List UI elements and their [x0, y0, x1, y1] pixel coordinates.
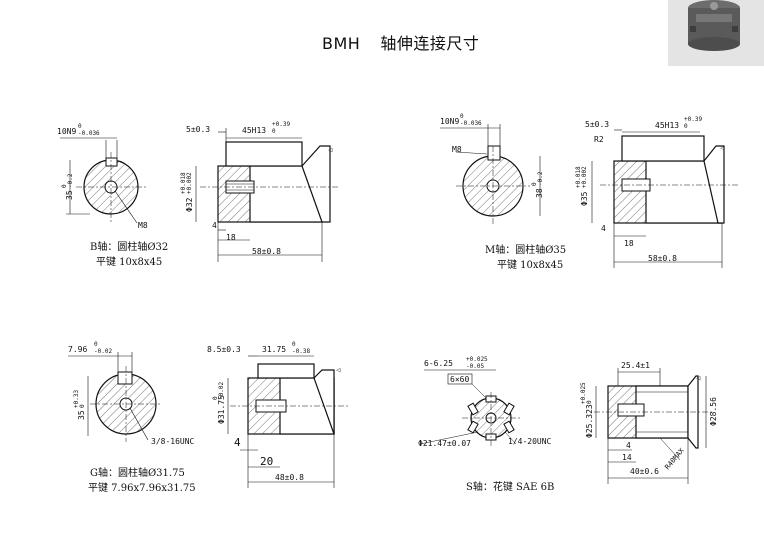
- g-key-len-tol-low: -0.38: [292, 348, 310, 355]
- shaft-b-caption: B轴：圆柱轴Ø32 平键 10x8x45: [90, 240, 168, 270]
- s-spline-len: 25.4±1: [621, 361, 650, 370]
- m-diameter-tol-low: +0.002: [581, 166, 588, 188]
- g-length: 48±0.8: [275, 473, 304, 482]
- m-depth: 18: [624, 239, 634, 248]
- b-key-len: 45H13: [242, 126, 266, 135]
- m-step: 4: [601, 224, 606, 233]
- svg-text:◁: ◁: [719, 144, 724, 152]
- s-diameter-tol-low: 0: [586, 400, 593, 404]
- m-offset: 5±0.3: [585, 120, 609, 129]
- b-height-tol-low: -0.2: [67, 173, 74, 188]
- shaft-m-front-view: 10N9 0 -0.036 M8 38 0 -0.2: [440, 113, 544, 226]
- svg-text:◁: ◁: [327, 146, 332, 154]
- m-key-len-tol-low: 0: [684, 123, 688, 130]
- m-height-tol-low: -0.2: [537, 171, 544, 186]
- g-thread: 3/8-16UNC: [151, 437, 195, 446]
- g-diameter-tol-up: 0: [212, 396, 219, 400]
- g-diameter-tol-low: -0.02: [218, 382, 225, 400]
- g-key-len: 31.75: [262, 345, 286, 354]
- shaft-g-type: G轴：圆柱轴Ø31.75: [90, 468, 185, 479]
- g-diameter: Φ31.75: [217, 395, 226, 424]
- m-length: 58±0.8: [648, 254, 677, 263]
- m-key-width-tol-low: -0.036: [460, 120, 482, 127]
- m-diameter: Φ35: [580, 191, 589, 206]
- b-height: 35: [65, 190, 74, 200]
- shaft-g-key: 平键 7.96x7.96x31.75: [88, 483, 196, 494]
- motor-photo-thumbnail: [668, 0, 764, 66]
- s-step: 4: [626, 441, 631, 450]
- motor-photo-icon: [668, 0, 764, 66]
- g-offset: 8.5±0.3: [207, 345, 241, 354]
- s-spline-width: 6-6.25: [424, 359, 453, 368]
- g-key-width-tol-up: 0: [94, 341, 98, 348]
- m-thread: M8: [452, 145, 462, 154]
- g-depth: 20: [260, 455, 273, 468]
- b-key-width-tol-up: 0: [78, 123, 82, 130]
- b-length: 58±0.8: [252, 247, 281, 256]
- b-diameter-tol-up: +0.018: [180, 172, 187, 194]
- b-step: 4: [212, 221, 217, 230]
- g-height: 35: [77, 410, 86, 420]
- m-key-len: 45H13: [655, 121, 679, 130]
- shaft-g-front-view: 7.96 0 -0.02 35 +0.33 0 3/8-16UNC: [68, 341, 195, 446]
- svg-text:◁: ◁: [695, 374, 700, 382]
- b-depth: 18: [226, 233, 236, 242]
- g-height-tol-up: +0.33: [73, 390, 80, 408]
- b-key-width-tol-low: -0.036: [78, 130, 100, 137]
- g-key-len-tol-up: 0: [292, 341, 296, 348]
- s-radius: R40MAX: [663, 446, 686, 471]
- m-diameter-tol-up: +0.018: [575, 166, 582, 188]
- s-od: Φ28.56: [709, 397, 718, 426]
- shaft-s-side-view: 25.4±1 Φ25.323 +0.025 0 Φ28.56 R40MAX 4 …: [580, 361, 718, 484]
- s-diameter-tol-up: +0.025: [580, 382, 587, 404]
- shaft-b-type: B轴：圆柱轴Ø32: [90, 242, 169, 253]
- b-key-width: 10N9: [57, 127, 76, 136]
- g-step: 4: [234, 436, 241, 449]
- shaft-s-front-view: 6-6.25 +0.025 -0.05 6×60 Φ21.47±0.07 1/4…: [418, 356, 552, 448]
- g-key-width: 7.96: [68, 345, 87, 354]
- m-height: 38: [535, 188, 544, 198]
- b-key-len-tol-low: 0: [272, 128, 276, 135]
- shaft-m-caption: M轴：圆柱轴Ø35 平键 10x8x45: [485, 243, 566, 273]
- shaft-g-caption: G轴：圆柱轴Ø31.75 平键 7.96x7.96x31.75: [88, 466, 196, 496]
- page-title: BMH 轴伸连接尺寸: [322, 30, 479, 54]
- s-thread: 1/4-20UNC: [508, 437, 552, 446]
- b-thread: M8: [138, 221, 148, 230]
- g-key-width-tol-low: -0.02: [94, 348, 112, 355]
- shaft-b-front-view: 10N9 0 -0.036 35 0 -0.2 M8: [57, 123, 148, 230]
- m-height-tol-up: 0: [531, 182, 538, 186]
- s-spline-tol-up: +0.025: [466, 356, 488, 363]
- s-diameter: Φ25.323: [585, 404, 594, 438]
- model-name: BMH: [322, 34, 361, 53]
- s-spline-tol-low: -0.05: [466, 363, 484, 370]
- b-height-tol-up: 0: [61, 184, 68, 188]
- b-key-len-tol-up: +0.39: [272, 121, 290, 128]
- svg-text:◁: ◁: [335, 366, 340, 374]
- b-diameter: Φ32: [185, 197, 194, 212]
- m-radius: R2: [594, 135, 604, 144]
- shaft-s-caption: S轴：花键 SAE 6B: [466, 480, 554, 495]
- shaft-g-side-view: 8.5±0.3 31.75 0 -0.38 Φ31.75 0 -0.02 4 2…: [207, 341, 350, 488]
- shaft-s-type: S轴：花键 SAE 6B: [466, 482, 555, 493]
- b-offset: 5±0.3: [186, 125, 210, 134]
- s-length: 40±0.6: [630, 467, 659, 476]
- b-diameter-tol-low: +0.002: [186, 172, 193, 194]
- s-angle: 6×60: [450, 375, 469, 384]
- shaft-m-side-view: 5±0.3 R2 45H13 +0.39 0 Φ35 +0.018 +0.002…: [575, 116, 740, 268]
- g-height-tol-low: 0: [79, 404, 86, 408]
- title-subtitle: 轴伸连接尺寸: [380, 34, 480, 53]
- m-key-width: 10N9: [440, 117, 459, 126]
- s-depth: 14: [622, 453, 632, 462]
- shaft-m-type: M轴：圆柱轴Ø35: [485, 245, 567, 256]
- shaft-b-side-view: 5±0.3 45H13 +0.39 0 Φ32 +0.018 +0.002 4 …: [180, 121, 340, 262]
- m-key-width-tol-up: 0: [460, 113, 464, 120]
- shaft-b-key: 平键 10x8x45: [96, 257, 163, 268]
- m-key-len-tol-up: +0.39: [684, 116, 702, 123]
- shaft-m-key: 平键 10x8x45: [497, 260, 564, 271]
- s-outer-diameter: Φ21.47±0.07: [418, 439, 471, 448]
